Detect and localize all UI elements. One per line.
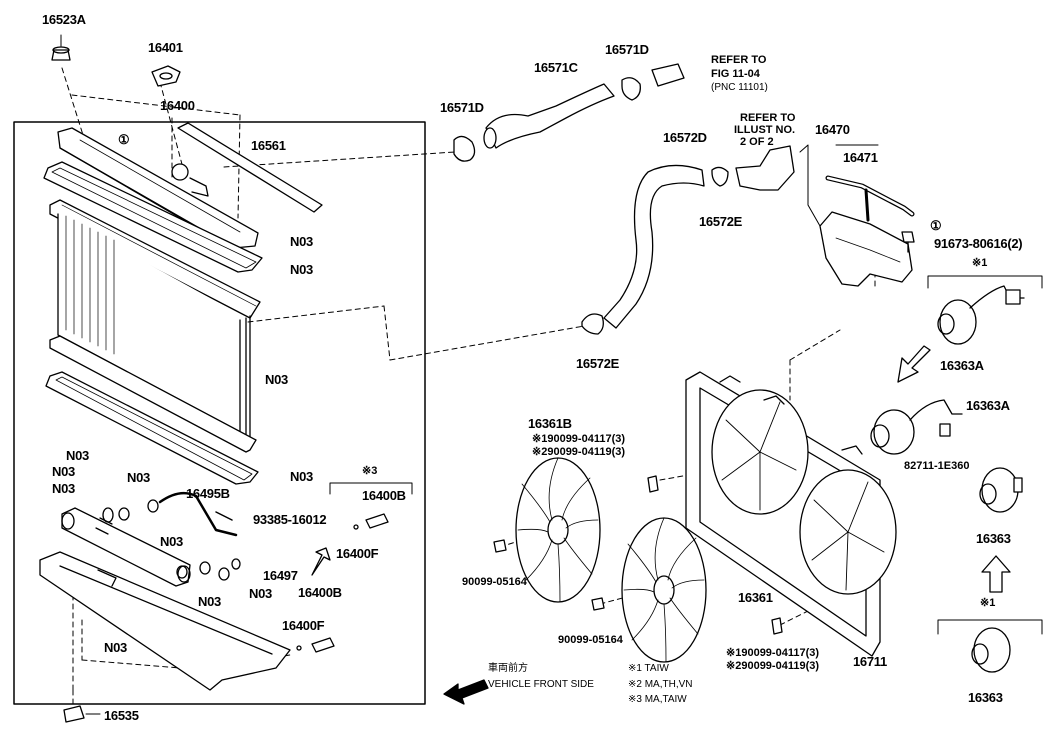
front-label-en: VEHICLE FRONT SIDE xyxy=(488,679,594,690)
label-16572D: 16572D xyxy=(663,130,707,145)
label-16363A-top: 16363A xyxy=(940,358,984,373)
label-90099-b: 90099-05164 xyxy=(558,634,623,646)
fan-shroud-16711 xyxy=(685,371,897,657)
label-circle1-left: ① xyxy=(118,132,130,147)
label-190099-b: ※190099-04117(3) xyxy=(726,647,820,659)
label-16400: 16400 xyxy=(160,98,195,113)
label-16495B: 16495B xyxy=(186,486,230,501)
label-n03-l: N03 xyxy=(104,640,127,655)
seal-16561 xyxy=(177,122,323,213)
label-n03-f: N03 xyxy=(52,464,75,479)
label-star1-top: ※1 xyxy=(972,257,988,269)
label-n03-c: N03 xyxy=(265,372,288,387)
fan-motor-16363A-right xyxy=(870,399,963,455)
label-refer-illust-3: 2 OF 2 xyxy=(740,136,774,148)
fan-blade-16361B xyxy=(515,457,601,603)
label-16572E-top: 16572E xyxy=(699,214,743,229)
label-refer-fig-2: FIG 11-04 xyxy=(711,68,760,80)
label-n03-h: N03 xyxy=(52,481,75,496)
label-n03-k: N03 xyxy=(249,586,272,601)
label-16571C: 16571C xyxy=(534,60,578,75)
label-n03-g: N03 xyxy=(127,470,150,485)
label-16571D-top: 16571D xyxy=(605,42,649,57)
pipe-16495B xyxy=(158,491,238,537)
lower-tank xyxy=(61,507,191,587)
hose-16572D xyxy=(603,164,705,329)
plug-16535 xyxy=(63,705,101,723)
label-n03-d: N03 xyxy=(290,469,313,484)
o-rings xyxy=(102,499,241,581)
label-n03-b: N03 xyxy=(290,262,313,277)
radiator-cap-16401 xyxy=(151,65,181,87)
label-82711: 82711-1E360 xyxy=(904,460,970,472)
legend-1: ※1 TAIW xyxy=(628,663,669,674)
drain-cock-16523A xyxy=(51,34,71,61)
label-star3: ※3 xyxy=(362,465,378,477)
label-16363-bottom: 16363 xyxy=(968,690,1003,705)
label-16470: 16470 xyxy=(815,122,850,137)
label-refer-fig-3: (PNC 11101) xyxy=(711,82,768,93)
label-93385: 93385-16012 xyxy=(253,512,327,527)
label-n03-i: N03 xyxy=(160,534,183,549)
lower-support xyxy=(39,551,291,691)
fan-motor-16363-bottom xyxy=(971,627,1011,673)
fan-blade-16361 xyxy=(621,517,707,663)
label-190099-a: ※190099-04117(3) xyxy=(532,433,626,445)
radiator-assembly-frame xyxy=(13,121,426,705)
label-star1-bottom: ※1 xyxy=(980,597,996,609)
legend-2: ※2 MA,TH,VN xyxy=(628,679,693,690)
label-290099-a: ※290099-04119(3) xyxy=(532,446,626,458)
label-16361: 16361 xyxy=(738,590,773,605)
label-16363-mid: 16363 xyxy=(976,531,1011,546)
label-16400B-top: 16400B xyxy=(362,488,406,503)
label-16471: 16471 xyxy=(843,150,878,165)
label-16571D-left: 16571D xyxy=(440,100,484,115)
label-91673: 91673-80616(2) xyxy=(934,236,1023,251)
upper-tank xyxy=(57,127,259,249)
label-n03-j: N03 xyxy=(198,594,221,609)
reservoir-16470 xyxy=(799,144,913,287)
label-n03-e: N03 xyxy=(66,448,89,463)
label-circle1-right: ① xyxy=(930,218,942,233)
label-16400F-top: 16400F xyxy=(336,546,379,561)
hose-clamps xyxy=(453,77,729,335)
label-16523A: 16523A xyxy=(42,12,86,27)
label-16561: 16561 xyxy=(251,138,286,153)
lower-gasket xyxy=(45,371,259,485)
label-16401: 16401 xyxy=(148,40,183,55)
water-outlet xyxy=(735,145,795,191)
label-16535: 16535 xyxy=(104,708,139,723)
upper-gasket xyxy=(43,161,263,273)
hose-16471 xyxy=(825,175,915,217)
drain-plugs xyxy=(296,513,389,653)
label-16361B: 16361B xyxy=(528,416,572,431)
label-n03-a: N03 xyxy=(290,234,313,249)
label-16400F-bottom: 16400F xyxy=(282,618,325,633)
vehicle-front-arrow xyxy=(443,679,489,705)
legend-3: ※3 MA,TAIW xyxy=(628,694,687,705)
label-16400B-bottom: 16400B xyxy=(298,585,342,600)
radiator-core xyxy=(49,199,261,453)
label-refer-illust-2: ILLUST NO. xyxy=(734,124,796,136)
label-16497: 16497 xyxy=(263,568,298,583)
hose-16571C xyxy=(485,83,615,149)
label-16363A-right: 16363A xyxy=(966,398,1010,413)
label-16711: 16711 xyxy=(853,654,887,669)
label-refer-fig: REFER TO xyxy=(711,54,767,66)
label-290099-b: ※290099-04119(3) xyxy=(726,660,820,672)
fan-motor-16363A-top xyxy=(937,285,1025,345)
label-refer-illust: REFER TO xyxy=(740,112,796,124)
label-90099-a: 90099-05164 xyxy=(462,576,527,588)
label-16572E-bottom: 16572E xyxy=(576,356,620,371)
front-label-jp: 車両前方 xyxy=(488,663,528,674)
fan-motor-16363-mid xyxy=(979,467,1023,513)
